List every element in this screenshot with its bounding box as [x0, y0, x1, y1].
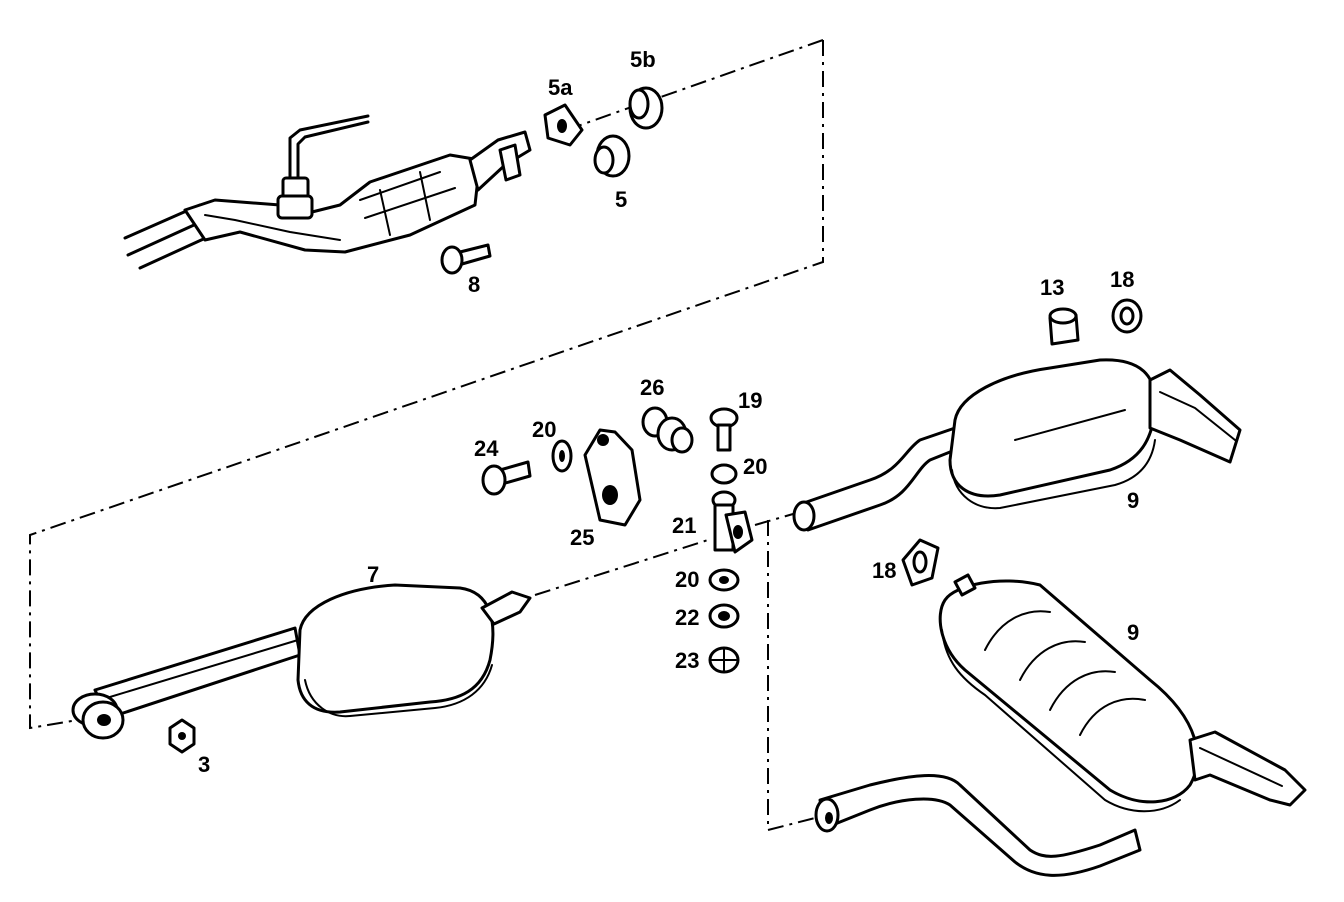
callout-25: 25	[570, 525, 594, 550]
callout-5: 5	[615, 187, 627, 212]
callout-3: 3	[198, 752, 210, 777]
bolt-24	[481, 460, 532, 496]
callout-18-top: 18	[1110, 267, 1134, 292]
callout-8: 8	[468, 272, 480, 297]
callout-19: 19	[738, 388, 762, 413]
callout-20-lower: 20	[675, 567, 699, 592]
washer-20-left	[551, 439, 573, 473]
callout-7: 7	[367, 562, 379, 587]
callout-21: 21	[672, 513, 696, 538]
callout-20-left: 20	[532, 417, 556, 442]
washer-20-right	[710, 463, 738, 485]
assembly-frame-lines	[29, 39, 824, 832]
rubber-buffer-13	[1048, 307, 1080, 346]
ring-18-lower	[901, 538, 940, 587]
callout-26: 26	[640, 375, 664, 400]
callout-22: 22	[675, 605, 699, 630]
ring-18-top	[1111, 298, 1143, 334]
callout-23: 23	[675, 648, 699, 673]
rubber-ring-5	[593, 134, 631, 178]
washer-20-lower	[708, 568, 740, 592]
hanger-bracket-25	[583, 428, 642, 527]
callout-9-upper: 9	[1127, 488, 1139, 513]
callout-13: 13	[1040, 275, 1064, 300]
rubber-hanger-5a	[543, 103, 584, 147]
callout-18-lower: 18	[872, 558, 896, 583]
nut-3	[168, 718, 196, 754]
bolt-19	[709, 407, 739, 452]
rubber-ring-5b	[628, 86, 664, 130]
clamp-21	[711, 490, 754, 554]
nut-23	[708, 646, 740, 674]
bolt-8	[440, 243, 492, 275]
callout-5a: 5a	[548, 75, 573, 100]
callout-5b: 5b	[630, 47, 656, 72]
rear-muffler-9-upper	[792, 358, 1242, 532]
center-pipe-with-muffler-7	[71, 583, 532, 740]
nut-22	[708, 603, 740, 629]
callout-24: 24	[474, 436, 499, 461]
rubber-mount-26	[641, 406, 694, 454]
catalytic-converter-assembly	[123, 114, 532, 270]
callout-20-right: 20	[743, 454, 767, 479]
rear-muffler-9-lower	[814, 538, 1307, 877]
callout-labels: 5b 5a 5 8 13 18 26 19 20 24 20 25 21 9 7…	[198, 47, 1139, 777]
callout-9-lower: 9	[1127, 620, 1139, 645]
